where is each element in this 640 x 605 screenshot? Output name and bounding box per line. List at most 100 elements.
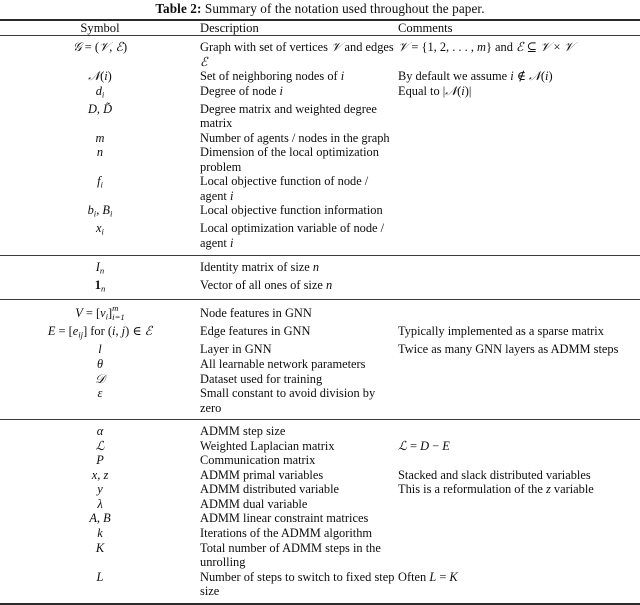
row-comment — [398, 424, 640, 439]
row-symbol: bi, Bi — [87, 203, 113, 219]
table-row: D, D̃ Degree matrix and weighted degree … — [0, 102, 640, 131]
table-row: L Number of steps to switch to fixed ste… — [0, 570, 640, 599]
row-symbol: n — [96, 145, 104, 160]
row-comment — [398, 203, 640, 221]
row-description: Dimension of the local optimization prob… — [200, 145, 379, 174]
table-row: P Communication matrix — [0, 453, 640, 468]
row-description: Iterations of the ADMM algorithm — [200, 525, 373, 540]
section-divider-3 — [0, 419, 640, 421]
row-description: Weighted Laplacian matrix — [200, 438, 335, 453]
row-comment: This is a reformulation of the z variabl… — [398, 482, 594, 497]
notation-section-1: 𝒢 = (𝒱, ℰ) Graph with set of vertices 𝒱 … — [0, 36, 640, 255]
row-description: Local optimization variable of node / ag… — [200, 221, 385, 250]
row-description: ADMM linear constraint matrices — [200, 511, 369, 526]
table-row: 𝒟 Dataset used for training — [0, 370, 640, 387]
row-description: Local objective function information — [200, 203, 383, 218]
notation-section-2: In Identity matrix of size n 1n Vector o… — [0, 256, 640, 300]
row-comment: Twice as many GNN layers as ADMM steps — [398, 342, 619, 357]
column-header-description: Description — [200, 20, 259, 35]
table-row: n Dimension of the local optimization pr… — [0, 145, 640, 174]
row-symbol: θ — [96, 356, 104, 371]
row-description: ADMM primal variables — [200, 467, 324, 482]
header-row: Symbol Description Comments — [0, 21, 640, 36]
row-description: Edge features in GNN — [200, 324, 311, 339]
row-comment: By default we assume i ∉ 𝒩(i) — [398, 68, 553, 84]
row-comment — [398, 372, 640, 387]
header-rule — [0, 35, 640, 37]
row-description: Local objective function of node / agent… — [200, 174, 369, 203]
notation-table: Symbol Description Comments — [0, 21, 640, 36]
section-divider-2 — [0, 299, 640, 301]
row-description: Communication matrix — [200, 453, 316, 468]
row-symbol: A, B — [89, 511, 111, 526]
row-comment — [398, 131, 640, 146]
table-row: 1n Vector of all ones of size n — [0, 278, 640, 296]
table-row: y ADMM distributed variable This is a re… — [0, 482, 640, 497]
table-row: α ADMM step size — [0, 424, 640, 439]
row-description: Vector of all ones of size n — [200, 277, 333, 292]
row-comment — [398, 221, 640, 250]
row-comment: Typically implemented as a sparse matrix — [398, 324, 604, 339]
table-row: x, z ADMM primal variables Stacked and s… — [0, 468, 640, 483]
table-row: λ ADMM dual variable — [0, 497, 640, 512]
row-description: Layer in GNN — [200, 342, 272, 357]
row-symbol: D, D̃ — [87, 101, 113, 116]
caption-label: Table 2: — [155, 1, 202, 16]
table-row: ε Small constant to avoid division by ze… — [0, 386, 640, 415]
row-symbol: ℒ — [95, 437, 105, 453]
row-description: Number of agents / nodes in the graph — [200, 130, 390, 145]
table-row: bi, Bi Local objective function informat… — [0, 203, 640, 221]
row-comment: Equal to |𝒩(i)| — [398, 82, 472, 98]
row-symbol: L — [96, 569, 104, 584]
row-comment — [398, 174, 640, 203]
row-description: Small constant to avoid division by zero — [200, 386, 376, 415]
row-symbol: m — [95, 130, 105, 145]
row-symbol: In — [95, 259, 105, 275]
row-comment: Stacked and slack distributed variables — [398, 467, 591, 482]
row-symbol: xi — [96, 221, 104, 237]
row-symbol: E = [eij] for (i, j) ∈ ℰ — [47, 323, 153, 340]
row-description: ADMM distributed variable — [200, 482, 340, 497]
table-row: A, B ADMM linear constraint matrices — [0, 511, 640, 526]
row-description: Total number of ADMM steps in the unroll… — [200, 540, 381, 570]
notation-section-4: α ADMM step size ℒ Weighted Laplacian ma… — [0, 420, 640, 603]
row-comment: ℒ = D − E — [398, 437, 450, 453]
row-symbol: P — [96, 453, 104, 468]
caption-text: Summary of the notation used throughout … — [204, 1, 485, 16]
table-row: In Identity matrix of size n — [0, 260, 640, 278]
table-caption: Table 2: Summary of the notation used th… — [0, 0, 640, 16]
table-row: di Degree of node i Equal to |𝒩(i)| — [0, 82, 640, 102]
table-row: l Layer in GNN Twice as many GNN layers … — [0, 342, 640, 357]
row-description: Degree matrix and weighted degree matrix — [200, 101, 377, 131]
row-symbol: di — [95, 83, 105, 100]
row-description: Dataset used for training — [200, 371, 323, 386]
column-header-comments: Comments — [398, 20, 453, 35]
table-bottom-rule — [0, 602, 640, 605]
table-row: k Iterations of the ADMM algorithm — [0, 526, 640, 541]
table-top-rule — [0, 18, 640, 21]
row-comment: 𝒱 = {1, 2, . . . , m} and ℰ ⊆ 𝒱 × 𝒱 — [398, 39, 574, 55]
row-symbol: y — [97, 482, 103, 497]
row-symbol: 𝒩(i) — [88, 68, 112, 84]
table-row: fi Local objective function of node / ag… — [0, 174, 640, 203]
row-description: ADMM step size — [200, 424, 286, 439]
table-row: θ All learnable network parameters — [0, 357, 640, 372]
row-description: All learnable network parameters — [200, 356, 366, 371]
row-comment: Often L = K — [398, 569, 458, 584]
row-comment — [398, 278, 640, 296]
table-row: K Total number of ADMM steps in the unro… — [0, 541, 640, 570]
row-symbol: fi — [97, 174, 103, 190]
table-row: xi Local optimization variable of node /… — [0, 221, 640, 250]
row-symbol: 𝒟 — [95, 370, 105, 386]
row-symbol: 𝒢 = (𝒱, ℰ) — [72, 39, 128, 55]
row-comment — [398, 102, 640, 131]
row-symbol: 1n — [94, 277, 106, 293]
row-comment — [398, 357, 640, 372]
table-row: 𝒢 = (𝒱, ℰ) Graph with set of vertices 𝒱 … — [0, 39, 640, 69]
section-divider-1 — [0, 254, 640, 256]
row-comment — [398, 260, 640, 278]
row-symbol: λ — [97, 496, 103, 511]
row-comment — [398, 453, 640, 468]
